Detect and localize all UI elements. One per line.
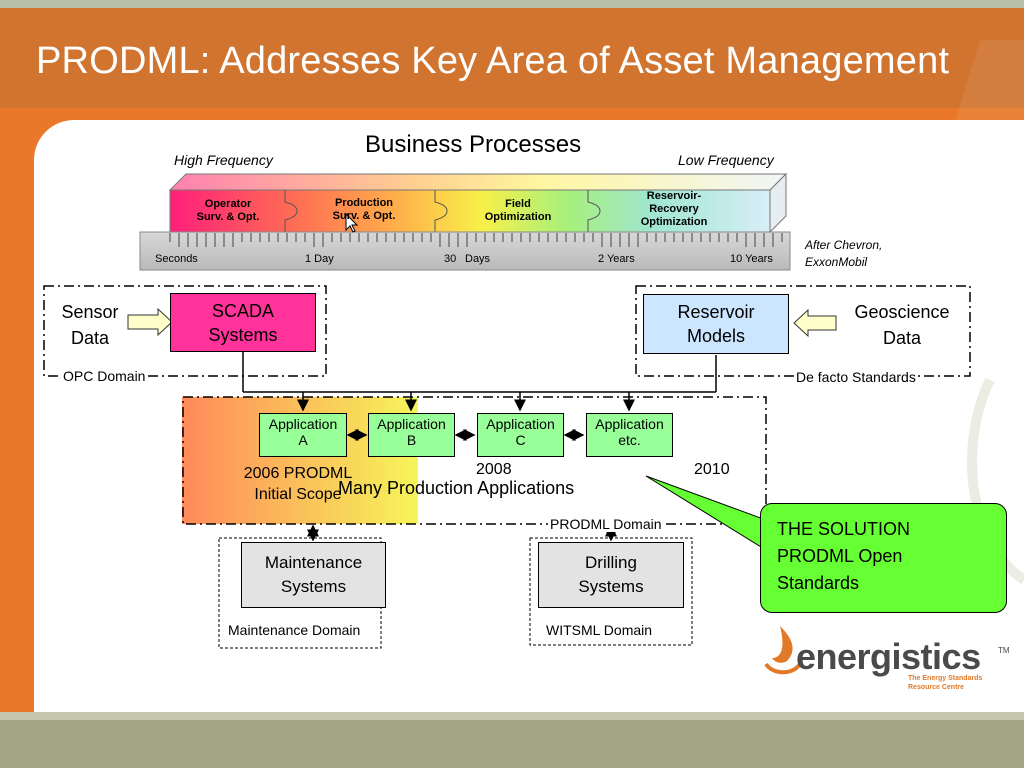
- title-band: [0, 8, 1024, 110]
- prodml-domain-boundary: [182, 396, 767, 525]
- slide-title: PRODML: Addresses Key Area of Asset Mana…: [36, 40, 950, 82]
- segment-operator: Operator Surv. & Opt.: [196, 198, 260, 223]
- block-arrow-right-icon: [127, 307, 173, 337]
- energistics-logo-icon: [764, 626, 802, 675]
- time-ruler: [139, 231, 791, 271]
- maintenance-systems-box: Maintenance Systems: [241, 542, 386, 608]
- application-a-box: Application A: [259, 413, 347, 457]
- scale-30: 30: [444, 253, 457, 265]
- maintenance-domain-label: Maintenance Domain: [228, 622, 361, 638]
- opc-domain-boundary: [43, 285, 327, 377]
- many-applications-caption: Many Production Applications: [338, 478, 575, 498]
- initial-scope-label: 2006 PRODML Initial Scope: [243, 465, 353, 503]
- business-processes-heading: Business Processes: [365, 131, 582, 158]
- callout-pointer: [645, 475, 767, 551]
- energistics-logo-text: energistics: [796, 636, 981, 677]
- scale-2-years: 2 Years: [598, 253, 635, 265]
- scada-systems-box: SCADA Systems: [170, 293, 316, 352]
- energistics-tagline: The Energy Standards Resource Centre: [908, 675, 983, 691]
- year-2010-label: 2010: [694, 461, 730, 478]
- bottom-band: [0, 720, 1024, 768]
- reservoir-models-box: Reservoir Models: [643, 294, 789, 354]
- application-etc-box: Application etc.: [586, 413, 673, 457]
- business-process-bar: [168, 172, 788, 234]
- solution-callout: THE SOLUTION PRODML Open Standards: [760, 503, 1007, 613]
- scale-days: Days: [465, 253, 491, 265]
- trademark-mark: TM: [998, 646, 1010, 655]
- bottom-stripe: [0, 712, 1024, 720]
- high-frequency-label: High Frequency: [174, 152, 273, 168]
- scale-10-years: 10 Years: [730, 253, 773, 265]
- connector-bus: [242, 352, 717, 542]
- top-stripe: [0, 0, 1024, 8]
- scale-seconds: Seconds: [155, 253, 198, 265]
- application-c-box: Application C: [477, 413, 564, 457]
- segment-field: Field Optimization: [484, 198, 552, 223]
- cursor-arrow-icon: [345, 212, 359, 233]
- defacto-standards-label: De facto Standards: [794, 369, 918, 385]
- witsml-domain-label: WITSML Domain: [546, 622, 653, 638]
- application-b-box: Application B: [368, 413, 455, 457]
- segment-reservoir: Reservoir- Recovery Optimization: [640, 190, 708, 228]
- scale-1-day: 1 Day: [305, 253, 334, 265]
- sensor-data-label: Sensor Data: [61, 302, 119, 348]
- drilling-systems-box: Drilling Systems: [538, 542, 684, 608]
- low-frequency-label: Low Frequency: [678, 152, 774, 168]
- year-2008-label: 2008: [476, 461, 512, 478]
- opc-domain-label: OPC Domain: [61, 368, 148, 384]
- block-arrow-left-icon: [793, 308, 837, 338]
- chevron-credit: After Chevron, ExxonMobil: [805, 238, 883, 269]
- prodml-domain-label: PRODML Domain: [548, 516, 664, 532]
- segment-production: Production Surv. & Opt.: [332, 197, 396, 222]
- geoscience-data-label: Geoscience Data: [854, 302, 950, 348]
- defacto-standards-boundary: [635, 285, 971, 377]
